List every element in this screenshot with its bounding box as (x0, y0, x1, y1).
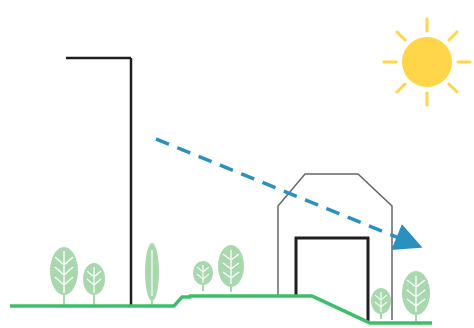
ground-line (10, 294, 432, 325)
tree-icon (218, 245, 244, 292)
tree-icon (193, 261, 213, 291)
street-pole (66, 56, 133, 305)
tree-icon (50, 247, 78, 305)
tree-icon (83, 263, 105, 305)
tree-icon (402, 271, 430, 323)
tree-icon (371, 288, 391, 319)
sun-disc (402, 37, 452, 87)
dashed-arrow-icon (155, 137, 423, 251)
door-icon (294, 236, 370, 322)
sun-icon (382, 17, 472, 107)
tree-icon (145, 243, 159, 306)
sun-rays (382, 17, 472, 107)
